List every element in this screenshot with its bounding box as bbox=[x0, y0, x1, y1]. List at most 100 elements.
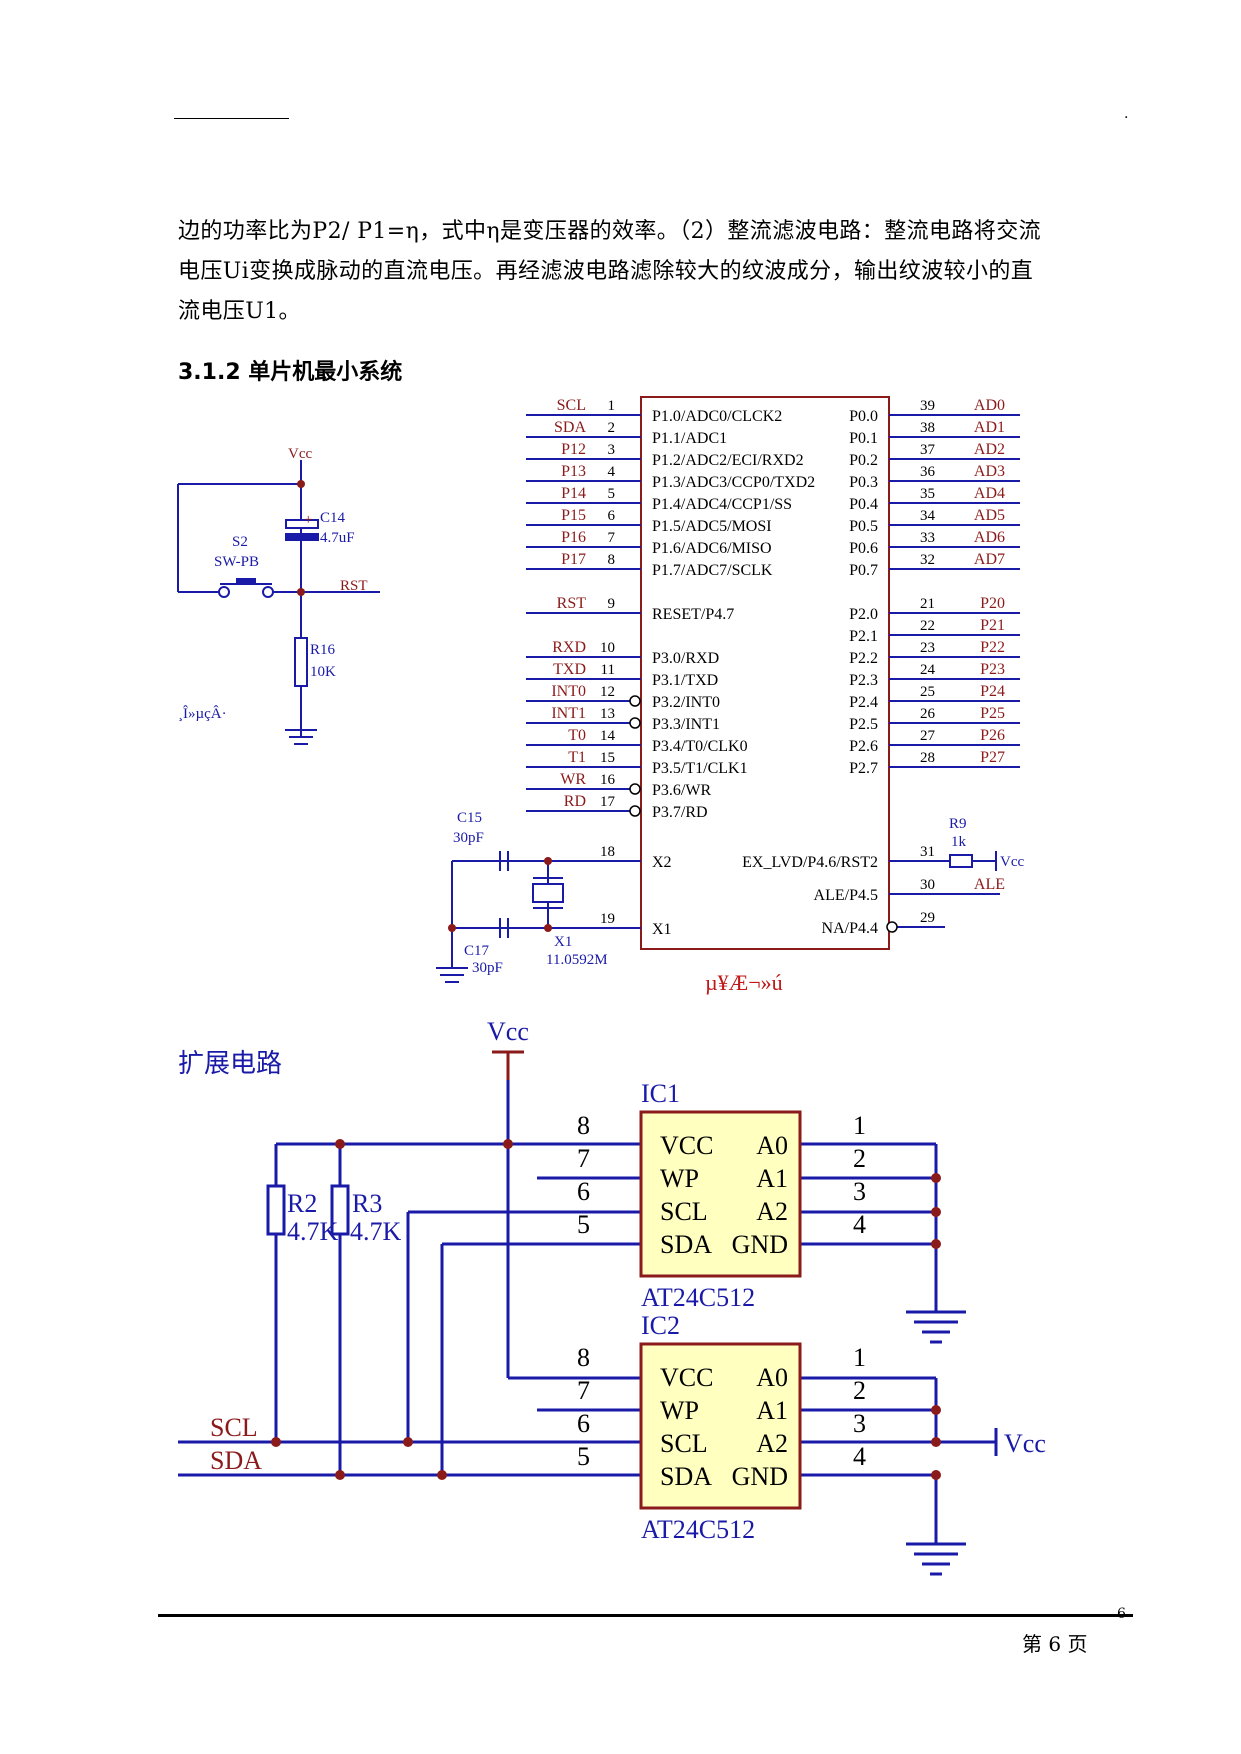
chip-right-pin-number: 3 bbox=[853, 1177, 866, 1206]
chip-left-pin-name: VCC bbox=[660, 1363, 713, 1392]
mcu-left-pin-name: P1.2/ADC2/ECI/RXD2 bbox=[652, 452, 804, 469]
chip-right-pin-number: 4 bbox=[853, 1442, 866, 1471]
mcu-right-pin-number: 35 bbox=[920, 486, 935, 502]
mcu-right-pin-name: P0.6 bbox=[849, 540, 878, 557]
mcu-right-pin-name: P0.4 bbox=[849, 496, 878, 513]
mcu-right-net-label: P25 bbox=[980, 705, 1005, 722]
mcu-right-net-label: P23 bbox=[980, 661, 1005, 678]
mcu-right-pin-number: 21 bbox=[920, 596, 935, 612]
mcu-right-pin-name: EX_LVD/P4.6/RST2 bbox=[742, 854, 878, 871]
mcu-right-pin-name: P0.5 bbox=[849, 518, 878, 535]
chip-right-pin-number: 1 bbox=[853, 1343, 866, 1372]
mcu-left-net-label: RXD bbox=[552, 639, 586, 656]
mcu-left-pin-number: 10 bbox=[600, 640, 615, 656]
chip-right-pin-name: A1 bbox=[756, 1396, 788, 1425]
mcu-right-pin-name: P2.5 bbox=[849, 716, 878, 733]
paragraph-line-1: 边的功率比为P2/ P1=η，式中η是变压器的效率。（2）整流滤波电路：整流电路… bbox=[178, 219, 1041, 244]
mcu-left-net-label: T0 bbox=[568, 727, 586, 744]
mcu-left-pin-name: P3.4/T0/CLK0 bbox=[652, 738, 748, 755]
chip-left-pin-name: WP bbox=[660, 1396, 699, 1425]
c15-value-label: 30pF bbox=[453, 830, 484, 846]
mcu-right-pin-number: 25 bbox=[920, 684, 935, 700]
mcu-right-pin-name: P2.6 bbox=[849, 738, 878, 755]
mcu-right-pin-name: P2.0 bbox=[849, 606, 878, 623]
mcu-right-pin-name: P0.7 bbox=[849, 562, 878, 579]
mcu-right-pin-number: 28 bbox=[920, 750, 935, 766]
mcu-right-pin-name: P2.2 bbox=[849, 650, 878, 667]
chip-right-pin-name: A0 bbox=[756, 1131, 788, 1160]
mcu-left-pin-name: P3.3/INT1 bbox=[652, 716, 720, 733]
header-mark: . bbox=[1124, 106, 1129, 122]
mcu-left-pin-name: X2 bbox=[652, 854, 672, 871]
mcu-left-pin-name: P3.5/T1/CLK1 bbox=[652, 760, 748, 777]
mcu-right-pin-name: P0.1 bbox=[849, 430, 878, 447]
mcu-right-pin-name: NA/P4.4 bbox=[822, 920, 878, 937]
chip-left-pin-number: 8 bbox=[577, 1343, 590, 1372]
mcu-right-pin-number: 23 bbox=[920, 640, 935, 656]
chip-left-pin-number: 5 bbox=[577, 1210, 590, 1239]
chip-part-label: AT24C512 bbox=[641, 1515, 755, 1544]
chip-left-pin-number: 6 bbox=[577, 1409, 590, 1438]
mcu-right-net-label: AD4 bbox=[974, 485, 1005, 502]
header-rule bbox=[174, 118, 289, 119]
r9-value-label: 1k bbox=[951, 834, 967, 850]
mcu-caption: µ¥Æ¬»ú bbox=[705, 970, 783, 995]
mcu-left-pin-name: P1.7/ADC7/SCLK bbox=[652, 562, 773, 579]
footer-page-label: 第 6 页 bbox=[1022, 1632, 1088, 1656]
chip-part-label: AT24C512 bbox=[641, 1283, 755, 1312]
mcu-left-net-label: P12 bbox=[561, 441, 586, 458]
expansion-title: 扩展电路 bbox=[178, 1049, 282, 1078]
mcu-left-net-label: WR bbox=[560, 771, 586, 788]
chip-right-pin-number: 3 bbox=[853, 1409, 866, 1438]
r2-value-label: 4.7K bbox=[287, 1217, 339, 1246]
mcu-right-net-label: AD6 bbox=[974, 529, 1005, 546]
mcu-right-net-label: AD1 bbox=[974, 419, 1005, 436]
ic2-body bbox=[639, 1342, 802, 1510]
chip-ref-label: IC1 bbox=[641, 1079, 680, 1108]
mcu-right-net-label: P27 bbox=[980, 749, 1005, 766]
mcu-left-pin-name: P1.5/ADC5/MOSI bbox=[652, 518, 772, 535]
x1-name-label: X1 bbox=[554, 934, 572, 950]
section-title: 3.1.2 单片机最小系统 bbox=[178, 360, 403, 385]
mcu-right-net-label: ALE bbox=[974, 876, 1005, 893]
paragraph-line-2: 电压Ui变换成脉动的直流电压。再经滤波电路滤除较大的纹波成分，输出纹波较小的直 bbox=[178, 259, 1034, 284]
mcu-left-pin-number: 6 bbox=[608, 508, 616, 524]
cap-plus-label: + bbox=[304, 512, 312, 528]
mcu-left-pin-number: 5 bbox=[608, 486, 616, 502]
chip-right-pin-name: GND bbox=[732, 1230, 788, 1259]
footer-rule bbox=[158, 1614, 1133, 1617]
mcu-left-pin-number: 17 bbox=[600, 794, 616, 810]
scl-net-label: SCL bbox=[210, 1413, 258, 1442]
mcu-left-pin-number: 8 bbox=[608, 552, 616, 568]
mcu-left-pin-number: 1 bbox=[608, 398, 616, 414]
mcu-right-pin-name: P2.1 bbox=[849, 628, 878, 645]
c17-value-label: 30pF bbox=[472, 960, 503, 976]
mcu-right-pin-number: 36 bbox=[920, 464, 936, 480]
chip-left-pin-name: VCC bbox=[660, 1131, 713, 1160]
mcu-left-net-label: RD bbox=[564, 793, 586, 810]
mcu-right-pin-name: P0.2 bbox=[849, 452, 878, 469]
mcu-left-net-label: SCL bbox=[557, 397, 586, 414]
ic1-body bbox=[639, 1110, 802, 1278]
chip-ref-label: IC2 bbox=[641, 1311, 680, 1340]
chip-left-pin-name: WP bbox=[660, 1164, 699, 1193]
chip-left-pin-name: SDA bbox=[660, 1462, 712, 1491]
mcu-right-pin-name: ALE/P4.5 bbox=[814, 887, 878, 904]
mcu-left-pin-name: P3.0/RXD bbox=[652, 650, 719, 667]
r16-name-label: R16 bbox=[310, 642, 336, 658]
mcu-right-pin-number: 32 bbox=[920, 552, 935, 568]
r3-value-label: 4.7K bbox=[350, 1217, 402, 1246]
expansion-vcc-right: Vcc bbox=[1004, 1429, 1046, 1458]
mcu-left-pin-number: 3 bbox=[608, 442, 616, 458]
mcu-left-net-label: P13 bbox=[561, 463, 586, 480]
mcu-left-pin-number: 4 bbox=[608, 464, 616, 480]
mcu-right-pin-name: P2.3 bbox=[849, 672, 878, 689]
mcu-left-pin-number: 7 bbox=[608, 530, 616, 546]
mcu-right-pin-number: 30 bbox=[920, 877, 935, 893]
r2-name-label: R2 bbox=[287, 1189, 317, 1218]
mcu-right-pin-number: 34 bbox=[920, 508, 936, 524]
chip-right-pin-name: A2 bbox=[756, 1197, 788, 1226]
mcu-right-net-label: P24 bbox=[980, 683, 1005, 700]
mcu-left-pin-number: 2 bbox=[608, 420, 616, 436]
mcu-right-net-label: AD3 bbox=[974, 463, 1005, 480]
